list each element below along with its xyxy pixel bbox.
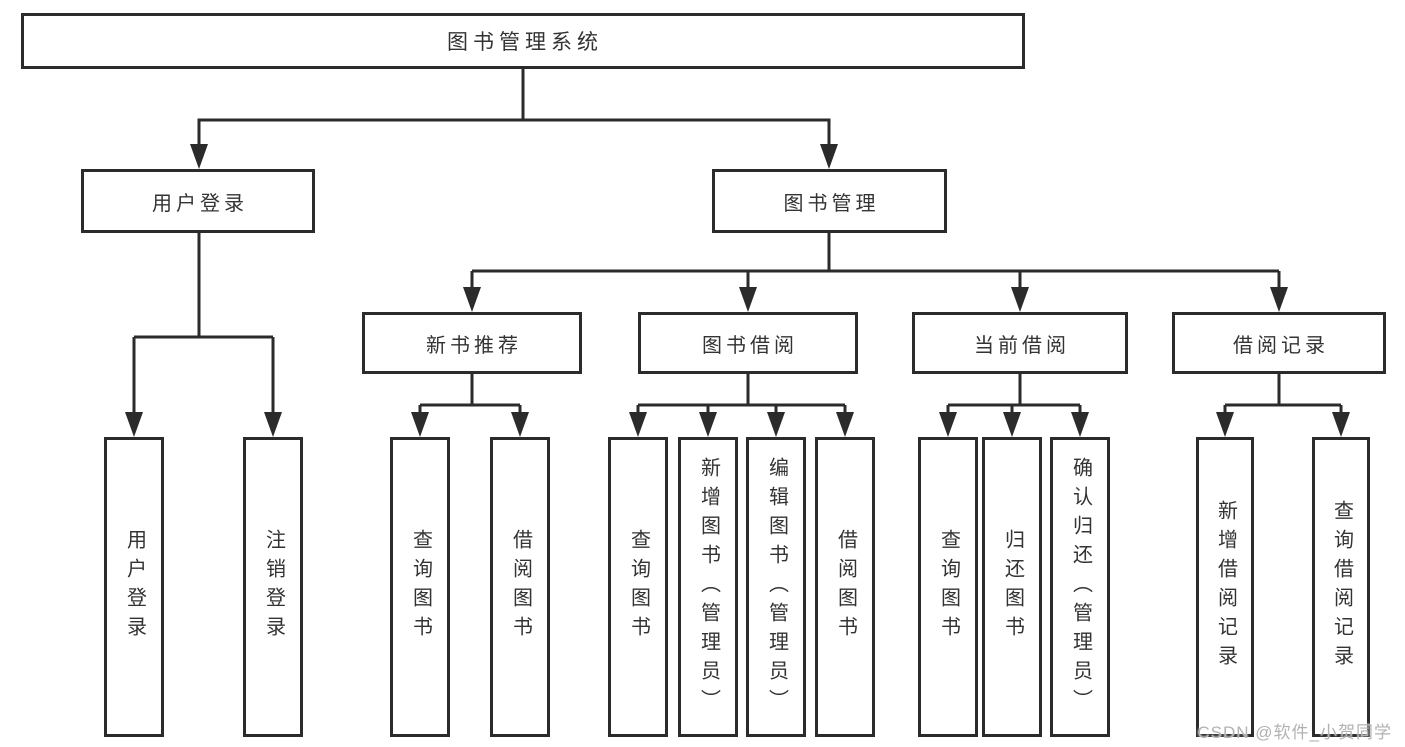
node-label: 归还图书: [1001, 529, 1024, 645]
node-leaf-return-books: 归还图书: [982, 437, 1042, 737]
node-label: 新书推荐: [426, 334, 522, 357]
node-label: 借阅记录: [1233, 334, 1329, 357]
node-label: 查询图书: [937, 529, 960, 645]
arrowheads: [125, 144, 1350, 437]
node-label: 查询借阅记录: [1330, 500, 1353, 674]
node-leaf-query-books-3: 查询图书: [918, 437, 978, 737]
node-label: 借阅图书: [509, 529, 532, 645]
node-label: 图书管理系统: [447, 31, 603, 54]
node-label: 查询图书: [409, 529, 432, 645]
node-label: 注销登录: [262, 529, 285, 645]
node-leaf-query-books-1: 查询图书: [390, 437, 450, 737]
node-leaf-logout: 注销登录: [243, 437, 303, 737]
node-leaf-edit-books-admin: 编辑图书（管理员）: [746, 437, 806, 737]
node-label: 查询图书: [627, 529, 650, 645]
node-label: 确认归还（管理员）: [1069, 456, 1092, 718]
node-new-book-recommendation: 新书推荐: [362, 312, 582, 374]
node-current-borrowing: 当前借阅: [912, 312, 1128, 374]
node-label: 当前借阅: [974, 334, 1070, 357]
node-leaf-confirm-return-admin: 确认归还（管理员）: [1050, 437, 1110, 737]
node-label: 图书借阅: [702, 334, 798, 357]
node-book-borrowing: 图书借阅: [638, 312, 858, 374]
node-borrowing-records: 借阅记录: [1172, 312, 1386, 374]
node-label: 编辑图书（管理员）: [765, 456, 788, 718]
node-user-login: 用户登录: [81, 169, 315, 233]
node-label: 用户登录: [123, 529, 146, 645]
node-label: 新增图书（管理员）: [697, 456, 720, 718]
node-label: 新增借阅记录: [1214, 500, 1237, 674]
node-leaf-borrow-books-1: 借阅图书: [490, 437, 550, 737]
node-leaf-add-books-admin: 新增图书（管理员）: [678, 437, 738, 737]
watermark-text: CSDN @软件_小贺同学: [1197, 723, 1392, 742]
node-leaf-add-borrow-record: 新增借阅记录: [1196, 437, 1254, 737]
node-book-management: 图书管理: [712, 169, 947, 233]
node-leaf-borrow-books-2: 借阅图书: [815, 437, 875, 737]
node-label: 图书管理: [783, 192, 880, 215]
node-leaf-query-books-2: 查询图书: [608, 437, 668, 737]
node-label: 借阅图书: [834, 529, 857, 645]
node-label: 用户登录: [152, 192, 248, 215]
node-leaf-user-login: 用户登录: [104, 437, 164, 737]
node-leaf-query-borrow-record: 查询借阅记录: [1312, 437, 1370, 737]
node-library-management-system: 图书管理系统: [21, 13, 1025, 69]
